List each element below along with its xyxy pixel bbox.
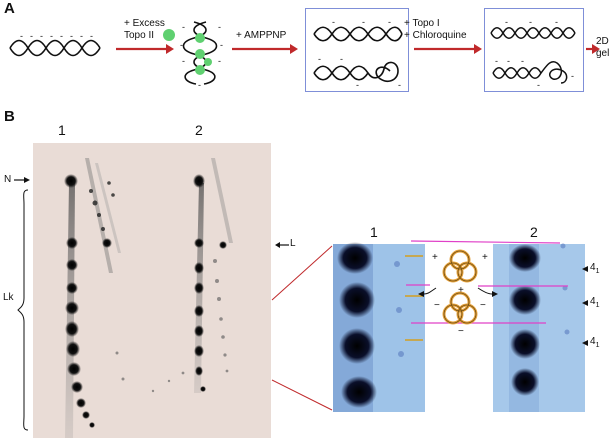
svg-text:-: - <box>182 56 185 66</box>
svg-text:-: - <box>495 56 498 66</box>
knot-4-1-label-a: 41 <box>582 262 599 275</box>
supercoiled-dna-icon: --- --- -- <box>9 31 101 57</box>
step-arrow-2 <box>232 44 298 54</box>
svg-text:-: - <box>318 54 321 64</box>
supercoiled-knot-dna-icon: ----- <box>492 56 574 90</box>
svg-text:-: - <box>507 56 510 66</box>
step-amppnp-label: + AMPPNP <box>236 30 287 41</box>
svg-text:-: - <box>362 17 365 27</box>
svg-text:-: - <box>218 56 221 66</box>
step-topo-ii-label: Topo II <box>124 30 155 41</box>
step-arrow-1 <box>116 44 174 54</box>
svg-text:-: - <box>398 80 401 90</box>
step-excess-label: + Excess <box>124 18 165 29</box>
charge-sign-2: + <box>482 252 488 263</box>
svg-text:-: - <box>220 40 223 50</box>
step-arrow-3 <box>414 44 482 54</box>
charge-sign-1: + <box>432 252 438 263</box>
step-2d-label: 2D <box>596 36 609 47</box>
supercoiled-relaxed-dna-icon: --- <box>490 17 576 39</box>
svg-text:-: - <box>80 31 83 41</box>
zoom-gel-1 <box>333 242 425 412</box>
svg-text:-: - <box>40 31 43 41</box>
svg-text:-: - <box>537 80 540 90</box>
step-topo-i-label: + Topo I <box>404 18 440 29</box>
knot-4-1-label-c: 41 <box>582 336 599 349</box>
linear-arrow-icon <box>275 242 289 248</box>
topo-ii-green-dot-icon <box>163 29 175 41</box>
positive-trefoil-knot-icon <box>442 249 478 283</box>
svg-text:-: - <box>20 31 23 41</box>
zoom-gel-2 <box>493 243 585 412</box>
svg-text:-: - <box>571 71 574 81</box>
charge-sign-3: + <box>458 285 464 296</box>
relaxed-dna-icon: --- <box>313 17 403 42</box>
gel-lane-2-label: 2 <box>195 122 203 138</box>
knot-4-1-label-b: 41 <box>582 296 599 309</box>
gel-image <box>33 143 271 438</box>
svg-text:-: - <box>529 17 532 27</box>
svg-text:-: - <box>340 54 343 64</box>
svg-text:-: - <box>70 31 73 41</box>
svg-text:-: - <box>182 22 185 32</box>
topo-ii-bound-dna-icon: - - - - - - - <box>180 21 223 90</box>
step-gel-label: gel <box>596 48 610 59</box>
svg-text:-: - <box>60 31 63 41</box>
svg-text:-: - <box>30 31 33 41</box>
knotted-dna-icon: - - - - <box>313 54 401 90</box>
negative-trefoil-knot-icon <box>442 291 478 325</box>
svg-text:-: - <box>555 17 558 27</box>
svg-text:-: - <box>388 17 391 27</box>
charge-sign-5: − <box>480 300 486 311</box>
lk-bracket <box>17 189 29 431</box>
svg-text:-: - <box>50 31 53 41</box>
gel-lane-1-label: 1 <box>58 122 66 138</box>
zoom-lane-1-label: 1 <box>370 224 378 240</box>
svg-text:-: - <box>356 80 359 90</box>
svg-text:-: - <box>180 40 183 50</box>
step-chloroquine-label: + Chloroquine <box>404 30 467 41</box>
charge-sign-6: − <box>458 326 464 337</box>
nicked-label: N <box>4 174 12 185</box>
panel-a-label: A <box>4 0 15 17</box>
svg-text:-: - <box>521 56 524 66</box>
step-arrow-4 <box>586 44 600 54</box>
linear-label: L <box>290 238 296 249</box>
charge-sign-4: − <box>434 300 440 311</box>
intermediate-box-1: - - - - - - - <box>305 8 409 92</box>
svg-text:-: - <box>505 17 508 27</box>
svg-text:-: - <box>332 17 335 27</box>
svg-text:-: - <box>90 31 93 41</box>
panel-b-label: B <box>4 108 15 125</box>
nicked-arrow-icon <box>14 177 30 183</box>
zoom-lane-2-label: 2 <box>530 224 538 240</box>
intermediate-box-2: --- ----- <box>484 8 584 92</box>
linking-number-label: Lk <box>3 292 14 303</box>
svg-text:-: - <box>198 80 201 90</box>
knot-pointer-arrows <box>418 287 498 297</box>
svg-text:-: - <box>218 22 221 32</box>
